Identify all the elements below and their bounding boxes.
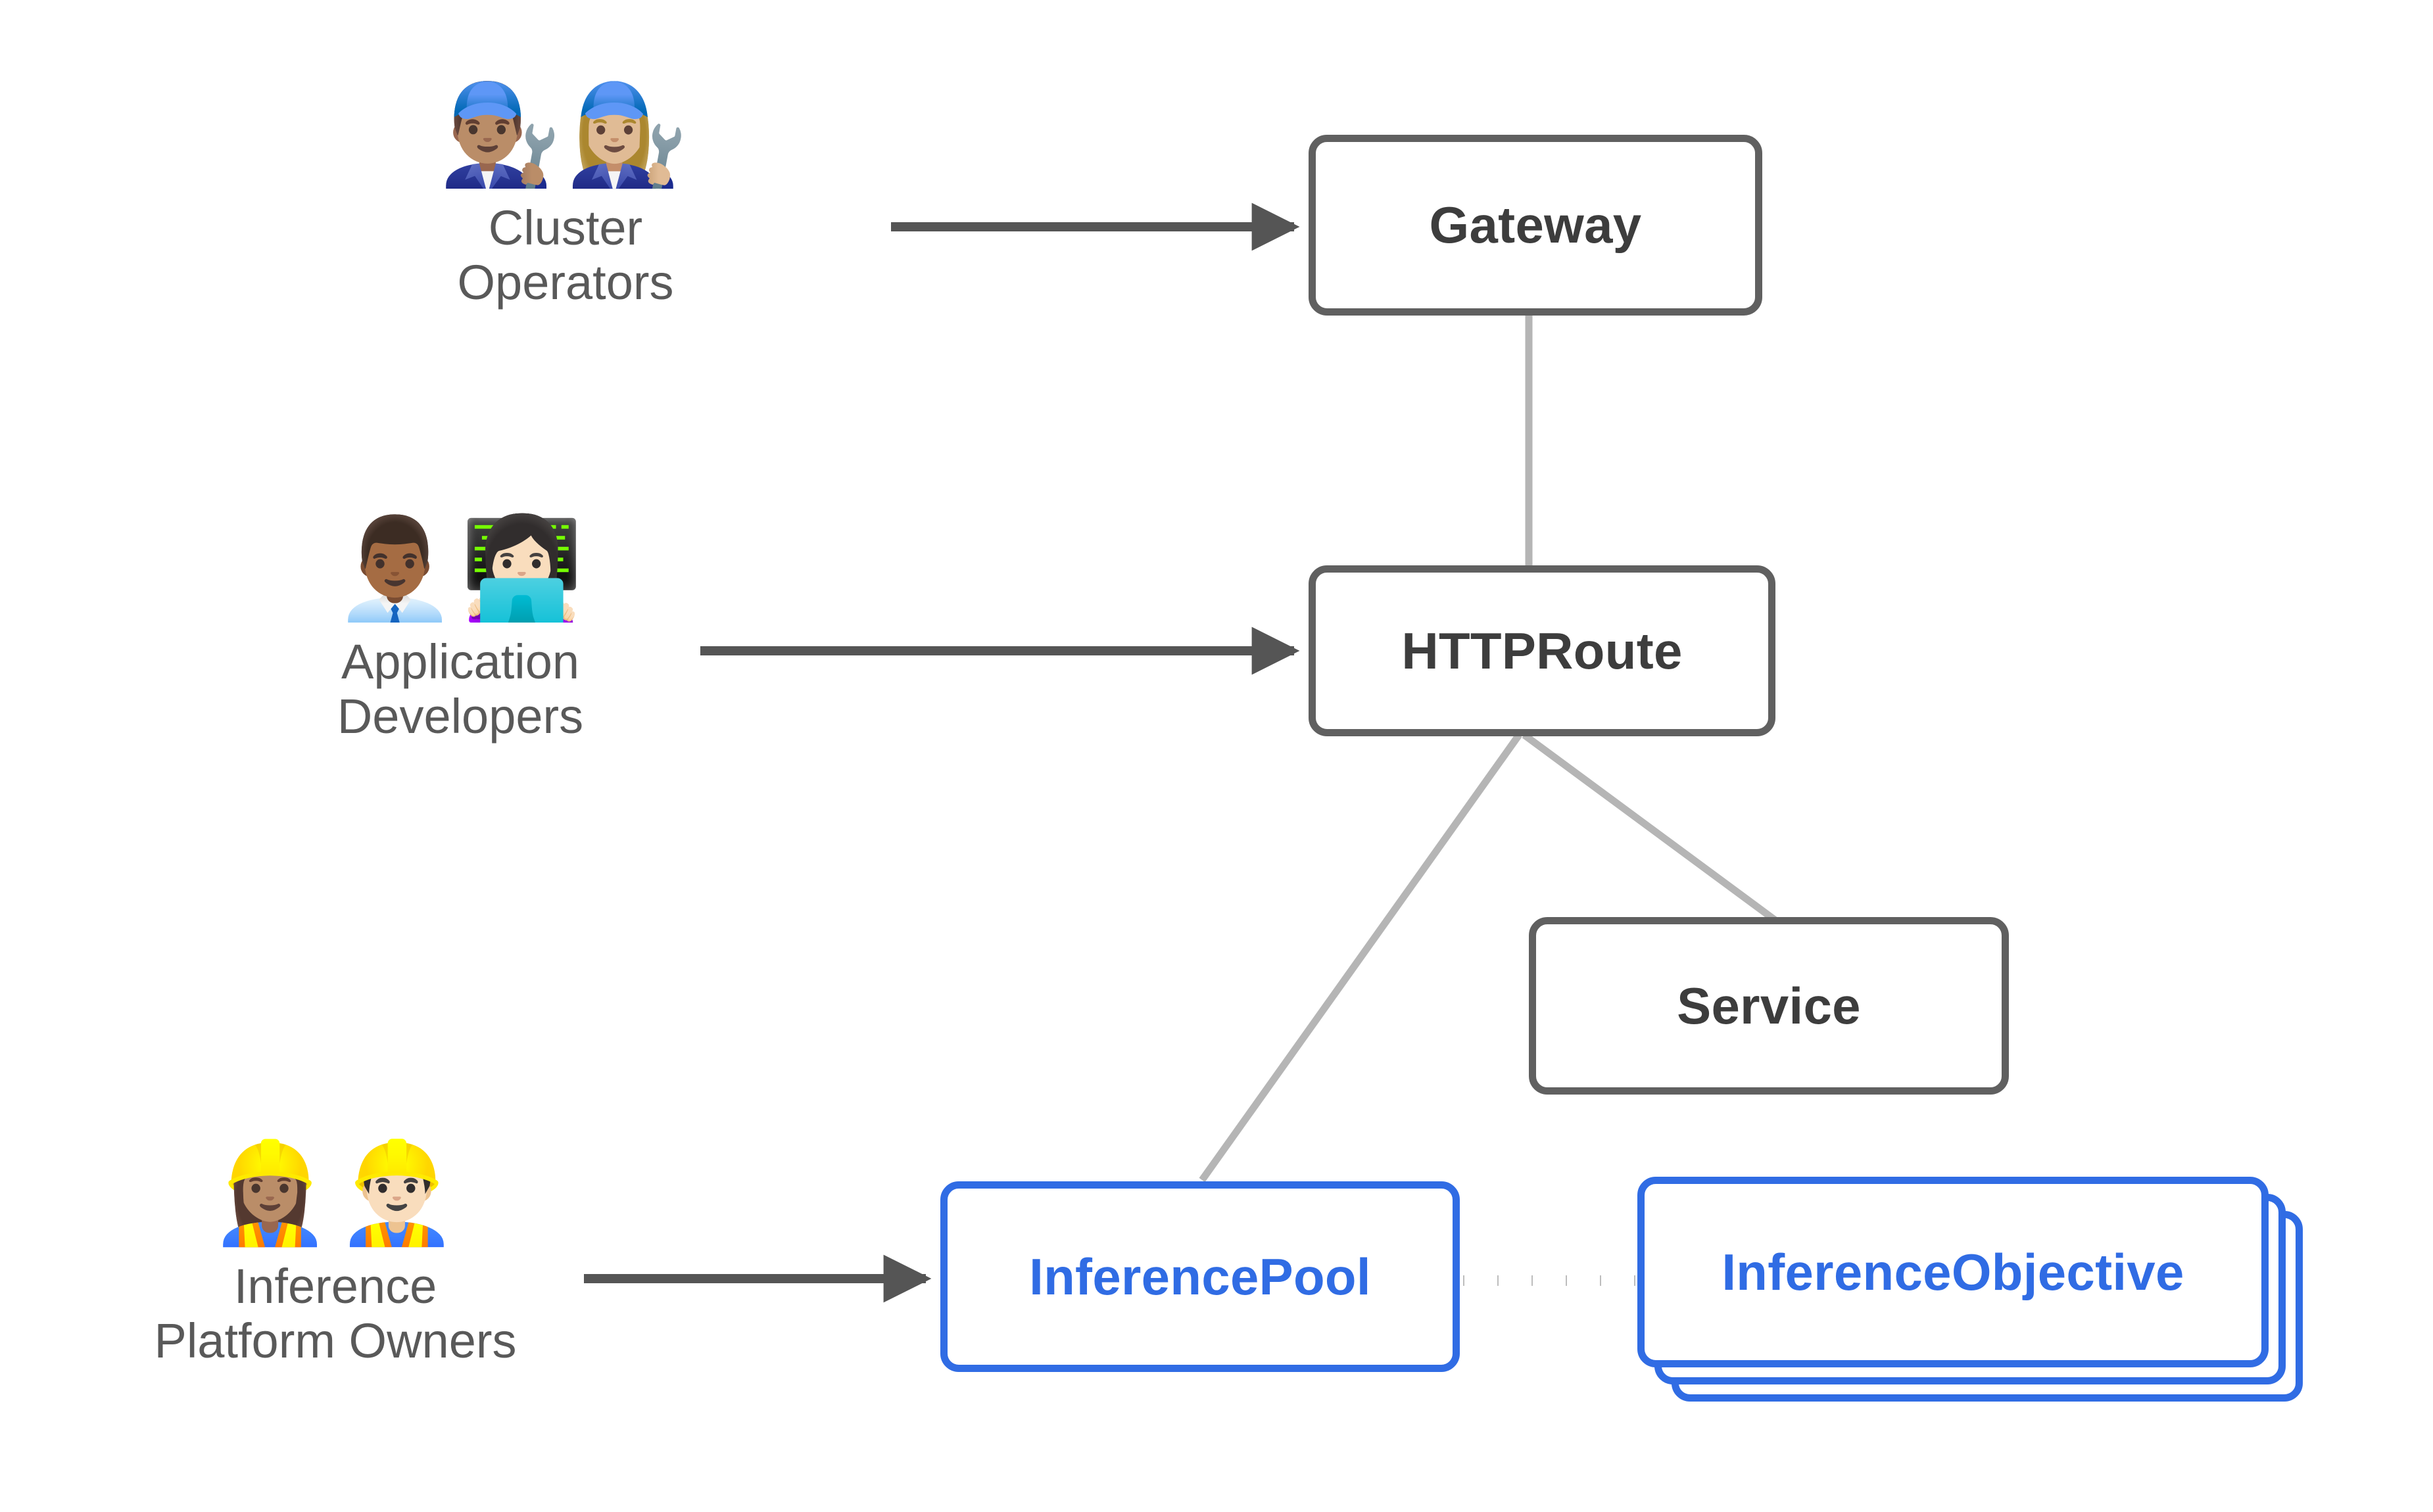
inference-platform-owners-label: Inference Platform Owners — [154, 1259, 517, 1368]
node-inferencepool[interactable]: InferencePool — [940, 1181, 1460, 1372]
node-inferencepool-label: InferencePool — [1029, 1247, 1371, 1306]
node-service[interactable]: Service — [1529, 917, 2009, 1095]
persona-inference-platform-owners: 👷🏽‍♀️👷🏻‍♂️ Inference Platform Owners — [125, 1144, 546, 1369]
edge-httproute-to-inferencepool — [1199, 732, 1522, 1183]
edge-httproute-to-service — [1522, 732, 1778, 924]
inference-platform-owners-emoji: 👷🏽‍♀️👷🏻‍♂️ — [208, 1136, 462, 1250]
inferenceobjective-sheet-front[interactable]: InferenceObjective — [1637, 1177, 2269, 1367]
node-inferenceobjective[interactable]: InferenceObjective — [1637, 1177, 2308, 1427]
application-developers-label: Application Developers — [337, 634, 584, 744]
node-service-label: Service — [1677, 976, 1861, 1035]
node-inferenceobjective-label: InferenceObjective — [1722, 1242, 2184, 1301]
node-gateway[interactable]: Gateway — [1309, 135, 1762, 316]
cluster-operators-label: Cluster Operators — [457, 201, 674, 310]
node-httproute[interactable]: HTTPRoute — [1309, 565, 1775, 736]
application-developers-emoji: 👨🏾‍💼👩🏻‍💻 — [333, 511, 587, 626]
persona-application-developers: 👨🏾‍💼👩🏻‍💻 Application Developers — [276, 519, 644, 744]
persona-cluster-operators: 👨🏽‍🔧👩🏼‍🔧 Cluster Operators — [381, 85, 750, 310]
node-httproute-label: HTTPRoute — [1401, 621, 1683, 680]
cluster-operators-emoji: 👨🏽‍🔧👩🏼‍🔧 — [439, 78, 692, 192]
node-gateway-label: Gateway — [1429, 196, 1642, 254]
